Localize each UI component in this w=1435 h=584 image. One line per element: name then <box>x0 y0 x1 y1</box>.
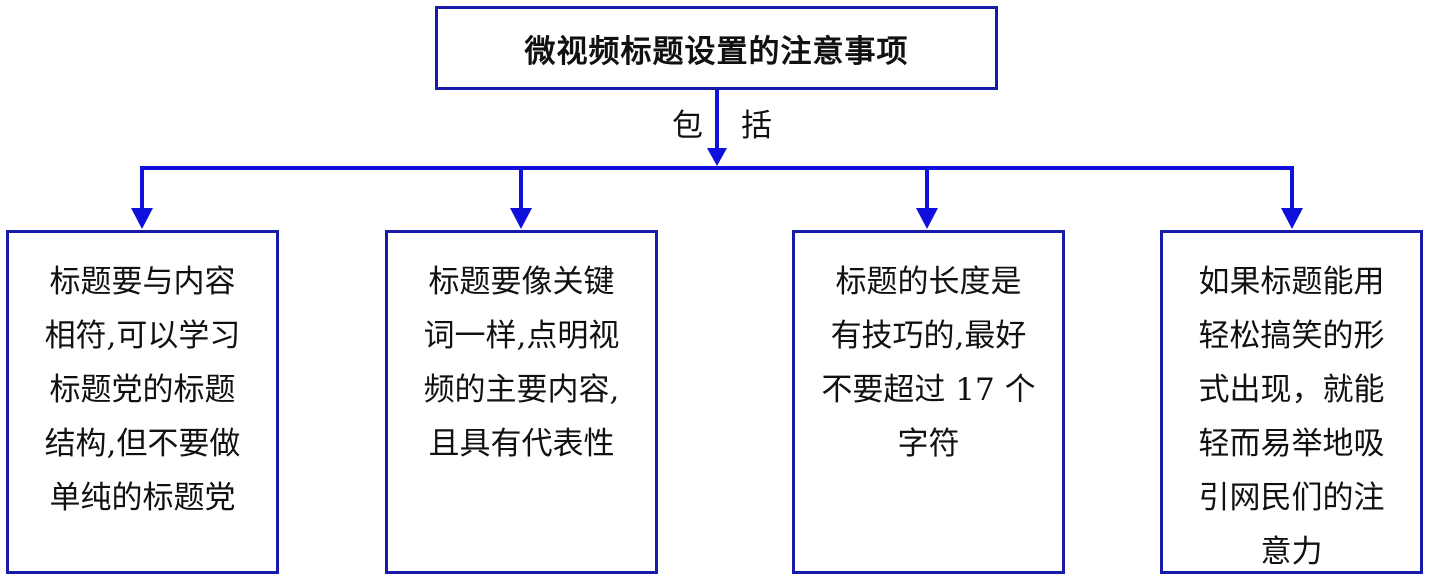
node-text-line: 不要超过 17 个 <box>821 372 1036 408</box>
node-text-line: 标题要与内容 <box>49 264 236 300</box>
child-node-2: 标题要像关键 词一样,点明视 频的主要内容, 且具有代表性 <box>385 230 658 574</box>
root-node-title: 微视频标题设置的注意事项 <box>435 6 998 90</box>
node-text-line: 轻松搞笑的形 <box>1198 318 1385 354</box>
trunk-arrowhead <box>707 148 727 166</box>
node-text-line: 有技巧的,最好 <box>830 318 1027 354</box>
branch-arrowhead-3 <box>916 208 938 229</box>
relation-label: 包 括 <box>672 100 772 144</box>
node-text-line: 轻而易举地吸 <box>1198 426 1385 462</box>
node-text-line: 引网民们的注 <box>1198 480 1385 516</box>
root-node-label: 微视频标题设置的注意事项 <box>524 33 909 70</box>
node-text-line: 词一样,点明视 <box>423 318 620 354</box>
node-text-line: 标题的长度是 <box>835 264 1022 300</box>
node-text-line: 标题要像关键 <box>428 264 615 300</box>
node-text-line: 如果标题能用 <box>1198 264 1385 300</box>
node-text-line: 结构,但不要做 <box>44 426 241 462</box>
branch-arrowhead-1 <box>131 208 153 229</box>
node-text-line: 单纯的标题党 <box>49 480 236 516</box>
relation-char-2: 括 <box>741 107 772 144</box>
node-text-line: 相符,可以学习 <box>44 318 241 354</box>
child-node-1: 标题要与内容 相符,可以学习 标题党的标题 结构,但不要做 单纯的标题党 <box>6 230 279 574</box>
node-text-line: 意力 <box>1260 534 1323 570</box>
node-text-line: 字符 <box>897 426 960 462</box>
node-text-line: 式出现，就能 <box>1198 372 1385 408</box>
relation-char-1: 包 <box>672 107 703 144</box>
branch-arrowhead-4 <box>1281 208 1303 229</box>
node-text-line: 标题党的标题 <box>49 372 236 408</box>
node-text-line: 频的主要内容, <box>423 372 620 408</box>
branch-arrowhead-2 <box>510 208 532 229</box>
child-node-3: 标题的长度是 有技巧的,最好 不要超过 17 个 字符 <box>792 230 1065 574</box>
child-node-4: 如果标题能用 轻松搞笑的形 式出现，就能 轻而易举地吸 引网民们的注 意力 <box>1160 230 1423 574</box>
node-text-line: 且具有代表性 <box>428 426 615 462</box>
